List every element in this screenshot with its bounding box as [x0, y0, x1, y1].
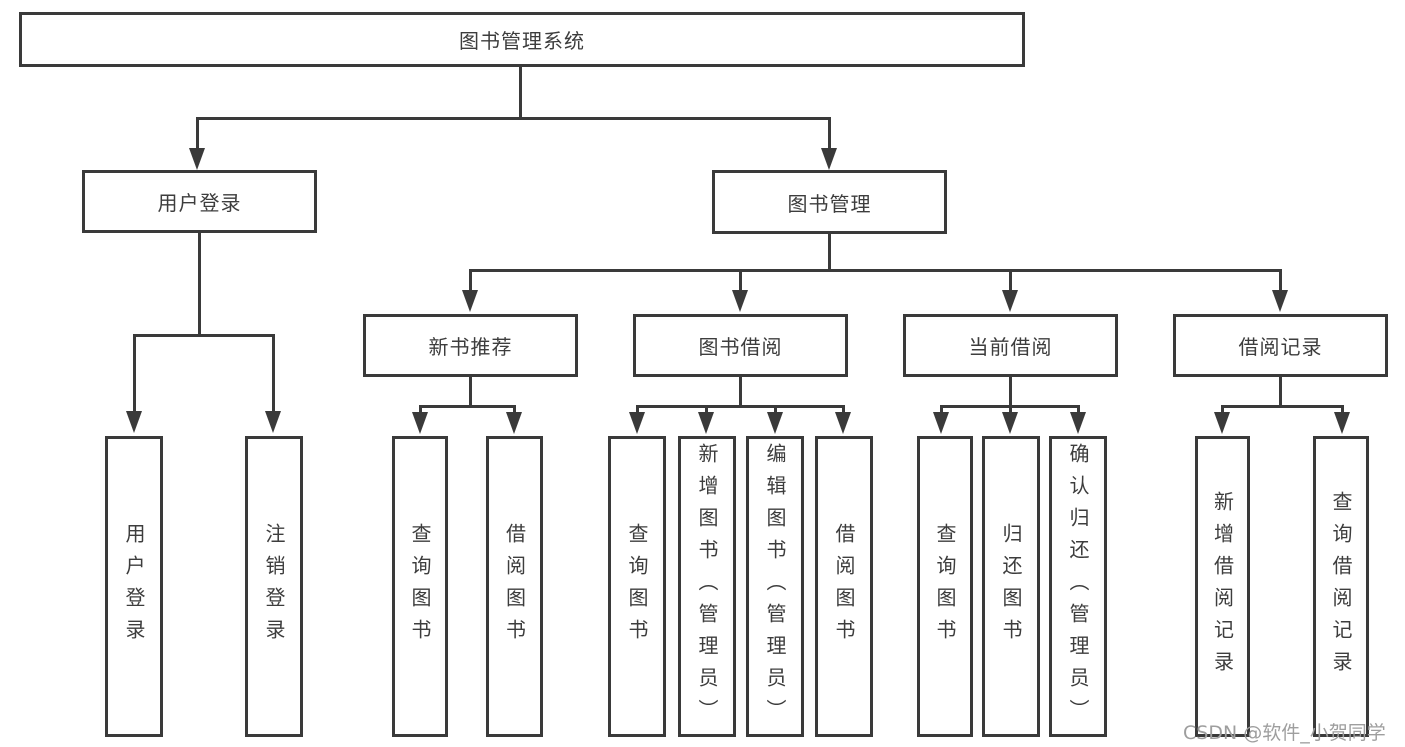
connector-drop-current-confirm: [1077, 405, 1080, 414]
node-book-borrow: 图书借阅: [633, 314, 848, 377]
node-book-borrow-label: 图书借阅: [698, 335, 783, 359]
leaf-borrow-add-books-admin: 新增图书（管理员）: [678, 436, 736, 737]
connector-root-stem: [519, 67, 522, 118]
connector-records-stem: [1279, 377, 1282, 408]
leaf-current-confirm-return-admin: 确认归还（管理员）: [1049, 436, 1107, 737]
leaf-borrow-query-books-label: 查询图书: [625, 522, 649, 651]
node-book-management: 图书管理: [712, 170, 947, 234]
leaf-borrow-borrow-books-label: 借阅图书: [832, 522, 856, 651]
arrowhead-borrow-edit-icon: [767, 412, 783, 434]
connector-user-login-stem: [198, 233, 201, 336]
connector-drop-borrow-borrow: [842, 405, 845, 414]
node-root: 图书管理系统: [19, 12, 1025, 67]
arrowhead-borrow-query-icon: [629, 412, 645, 434]
connector-user-login-rail: [133, 334, 275, 337]
leaf-newbook-query-books-label: 查询图书: [408, 522, 432, 651]
leaf-user-login-label: 用户登录: [122, 522, 146, 651]
connector-drop-newbook-borrow: [513, 405, 516, 414]
arrowhead-new-book-recommend-icon: [462, 290, 478, 312]
connector-book-management-rail: [469, 269, 1282, 272]
connector-drop-current-query: [940, 405, 943, 414]
leaf-borrow-add-books-admin-label: 新增图书（管理员）: [695, 442, 719, 731]
node-borrow-records-label: 借阅记录: [1238, 335, 1323, 359]
arrowhead-current-return-icon: [1002, 412, 1018, 434]
leaf-records-add-record: 新增借阅记录: [1195, 436, 1250, 737]
connector-newbook-rail: [419, 405, 516, 408]
leaf-records-query-record: 查询借阅记录: [1313, 436, 1369, 737]
arrowhead-book-borrow-icon: [732, 290, 748, 312]
leaf-current-query-books-label: 查询图书: [933, 522, 957, 651]
leaf-borrow-borrow-books: 借阅图书: [815, 436, 873, 737]
arrowhead-leaf-user-login-icon: [126, 411, 142, 433]
arrowhead-current-query-icon: [933, 412, 949, 434]
leaf-records-query-record-label: 查询借阅记录: [1329, 490, 1353, 683]
connector-records-rail: [1221, 405, 1343, 408]
node-current-borrow-label: 当前借阅: [968, 335, 1053, 359]
connector-drop-book-borrow: [739, 269, 742, 291]
connector-drop-current-return: [1009, 405, 1012, 414]
connector-drop-records-query: [1341, 405, 1344, 414]
connector-drop-book-management: [828, 117, 831, 148]
leaf-current-return-books: 归还图书: [982, 436, 1040, 737]
node-root-label: 图书管理系统: [459, 29, 585, 53]
arrowhead-records-add-icon: [1214, 412, 1230, 434]
connector-drop-newbook-query: [419, 405, 422, 414]
arrowhead-records-query-icon: [1334, 412, 1350, 434]
connector-drop-user-login: [196, 117, 199, 148]
leaf-logout-label: 注销登录: [262, 522, 286, 651]
arrowhead-user-login-icon: [189, 148, 205, 170]
connector-book-management-stem: [828, 234, 831, 272]
leaf-newbook-query-books: 查询图书: [392, 436, 448, 737]
arrowhead-current-borrow-icon: [1002, 290, 1018, 312]
connector-drop-borrow-edit: [774, 405, 777, 414]
arrowhead-borrow-records-icon: [1272, 290, 1288, 312]
arrowhead-book-management-icon: [821, 148, 837, 170]
arrowhead-newbook-borrow-icon: [506, 412, 522, 434]
leaf-borrow-edit-books-admin: 编辑图书（管理员）: [746, 436, 804, 737]
leaf-current-query-books: 查询图书: [917, 436, 973, 737]
arrowhead-leaf-logout-icon: [265, 411, 281, 433]
node-user-login: 用户登录: [82, 170, 317, 233]
arrowhead-current-confirm-icon: [1070, 412, 1086, 434]
connector-newbook-stem: [469, 377, 472, 408]
arrowhead-newbook-query-icon: [412, 412, 428, 434]
connector-drop-borrow-query: [636, 405, 639, 414]
leaf-newbook-borrow-books-label: 借阅图书: [502, 522, 527, 651]
connector-drop-borrow-add: [705, 405, 708, 414]
connector-drop-current-borrow: [1009, 269, 1012, 291]
leaf-current-return-books-label: 归还图书: [999, 522, 1023, 651]
node-new-book-recommend-label: 新书推荐: [428, 335, 513, 359]
node-borrow-records: 借阅记录: [1173, 314, 1388, 377]
leaf-user-login: 用户登录: [105, 436, 163, 737]
arrowhead-borrow-borrow-icon: [835, 412, 851, 434]
leaf-newbook-borrow-books: 借阅图书: [486, 436, 543, 737]
connector-borrow-rail: [636, 405, 844, 408]
leaf-borrow-query-books: 查询图书: [608, 436, 666, 737]
node-book-management-label: 图书管理: [787, 191, 872, 216]
connector-drop-records-add: [1221, 405, 1224, 414]
connector-drop-borrow-records: [1279, 269, 1282, 291]
connector-drop-leaf-logout: [272, 334, 275, 411]
node-user-login-label: 用户登录: [157, 191, 242, 215]
leaf-current-confirm-return-admin-label: 确认归还（管理员）: [1066, 442, 1090, 731]
leaf-logout: 注销登录: [245, 436, 303, 737]
node-current-borrow: 当前借阅: [903, 314, 1118, 377]
connector-current-stem: [1009, 377, 1012, 408]
arrowhead-borrow-add-icon: [698, 412, 714, 434]
connector-borrow-stem: [739, 377, 742, 408]
csdn-watermark: CSDN @软件_小贺同学: [1183, 722, 1386, 744]
connector-drop-leaf-user-login: [133, 334, 136, 411]
connector-root-rail: [196, 117, 831, 120]
leaf-records-add-record-label: 新增借阅记录: [1210, 490, 1235, 683]
leaf-borrow-edit-books-admin-label: 编辑图书（管理员）: [763, 442, 787, 731]
connector-drop-new-book-recommend: [469, 269, 472, 291]
node-new-book-recommend: 新书推荐: [363, 314, 578, 377]
